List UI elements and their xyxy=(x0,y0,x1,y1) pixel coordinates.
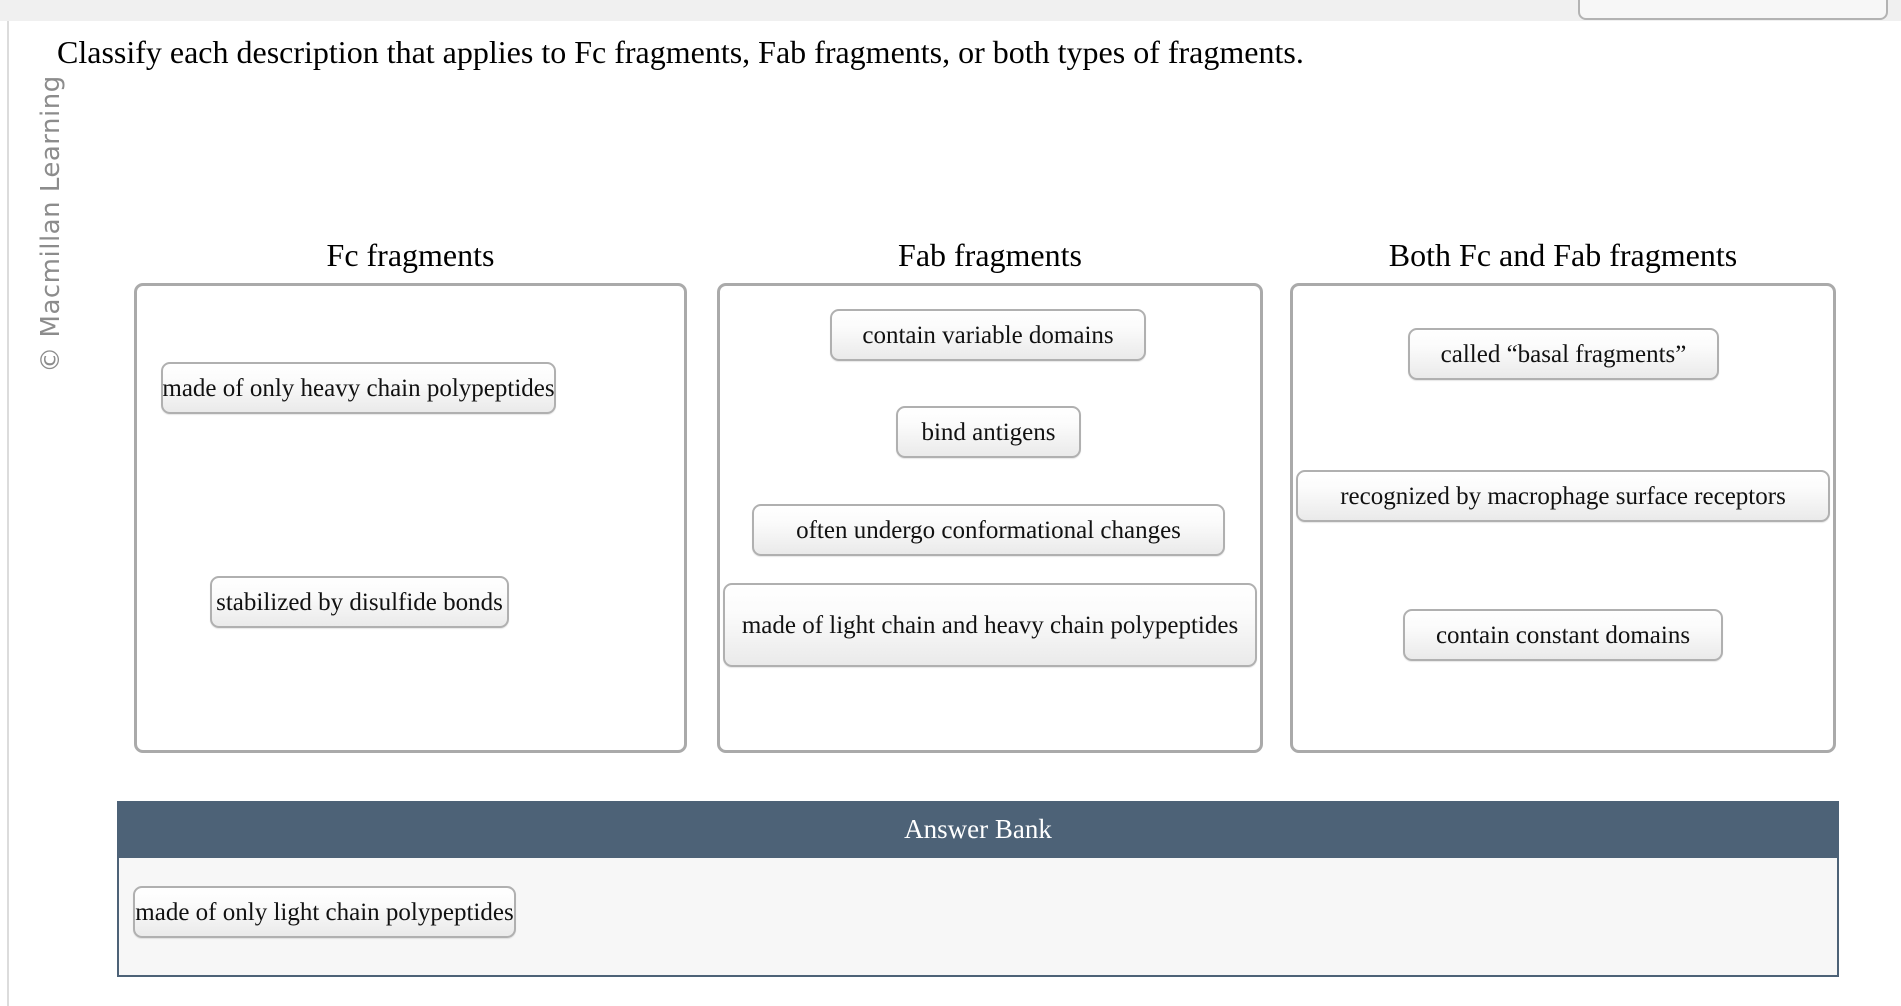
dropzone-both[interactable]: called “basal fragments” recognized by m… xyxy=(1290,283,1836,753)
content-area: © Macmillan Learning Classify each descr… xyxy=(9,21,1901,1006)
tile-made-of-only-light-chain-polypeptides[interactable]: made of only light chain polypeptides xyxy=(133,886,516,938)
category-column-fc: Fc fragments made of only heavy chain po… xyxy=(134,235,687,753)
browser-chrome-strip xyxy=(0,0,1901,21)
dropzone-fab[interactable]: contain variable domains bind antigens o… xyxy=(717,283,1263,753)
answer-bank-header: Answer Bank xyxy=(117,801,1839,858)
tile-bind-antigens[interactable]: bind antigens xyxy=(896,406,1081,458)
toolbar-panel-cutoff xyxy=(1578,0,1888,20)
tile-called-basal-fragments[interactable]: called “basal fragments” xyxy=(1408,328,1719,380)
category-column-both: Both Fc and Fab fragments called “basal … xyxy=(1290,235,1836,753)
tile-often-undergo-conformational-changes[interactable]: often undergo conformational changes xyxy=(752,504,1225,556)
column-heading-fc: Fc fragments xyxy=(326,237,495,273)
classification-columns: Fc fragments made of only heavy chain po… xyxy=(9,21,1901,1006)
tile-recognized-by-macrophage-surface-receptors[interactable]: recognized by macrophage surface recepto… xyxy=(1296,470,1830,522)
tile-made-of-only-heavy-chain-polypeptides[interactable]: made of only heavy chain polypeptides xyxy=(161,362,556,414)
page-left-border xyxy=(7,21,9,1006)
page-title: Classify each description that applies t… xyxy=(57,34,1304,70)
answer-bank-body[interactable]: made of only light chain polypeptides xyxy=(117,858,1839,977)
answer-bank: Answer Bank made of only light chain pol… xyxy=(117,801,1839,977)
tile-made-of-light-chain-and-heavy-chain-polypeptides[interactable]: made of light chain and heavy chain poly… xyxy=(723,583,1257,667)
column-heading-both: Both Fc and Fab fragments xyxy=(1388,237,1738,273)
tile-contain-variable-domains[interactable]: contain variable domains xyxy=(830,309,1146,361)
category-column-fab: Fab fragments contain variable domains b… xyxy=(717,235,1263,753)
tile-contain-constant-domains[interactable]: contain constant domains xyxy=(1403,609,1723,661)
tile-stabilized-by-disulfide-bonds[interactable]: stabilized by disulfide bonds xyxy=(210,576,509,628)
column-heading-fab: Fab fragments xyxy=(898,237,1082,273)
dropzone-fc[interactable]: made of only heavy chain polypeptides st… xyxy=(134,283,687,753)
